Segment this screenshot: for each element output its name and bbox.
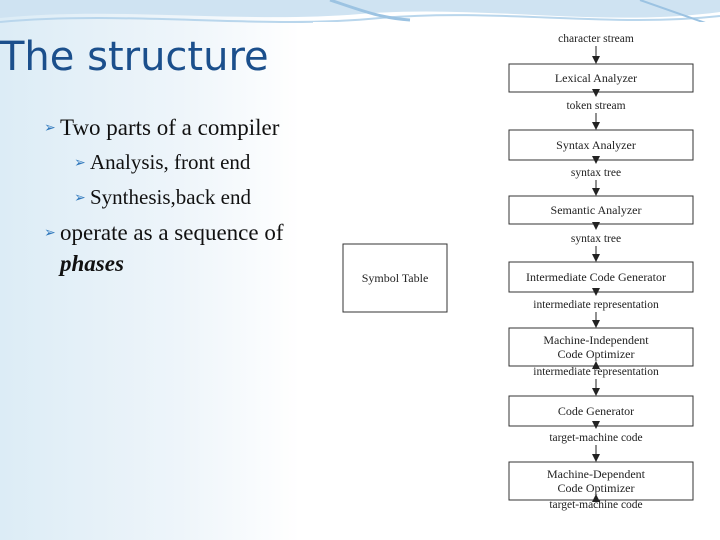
bullet-emphasis: phases (60, 251, 124, 276)
phase-box (508, 327, 694, 367)
symbol-table-label: Symbol Table (362, 271, 429, 285)
phase-box (508, 195, 694, 225)
bullet-item: ➢ Two parts of a compiler (44, 112, 304, 143)
arrow-bullet-icon: ➢ (74, 155, 86, 171)
stream-label: syntax tree (571, 233, 621, 245)
phase-box (508, 261, 694, 293)
phase-label: Intermediate Code Generator (526, 270, 666, 284)
phases-diagram-svg: Symbol Table character stream token strea… (342, 33, 694, 511)
sub-bullet-item: ➢ Synthesis,back end (44, 182, 304, 212)
symbol-table-box (342, 243, 448, 313)
stream-label: intermediate representation (533, 299, 659, 311)
stream-label: character stream (558, 33, 634, 45)
arrow-bullet-icon: ➢ (44, 225, 56, 241)
stream-label: target-machine code (549, 499, 642, 511)
phase-column: character stream token stream syntax tree s… (508, 33, 694, 511)
phase-label: Lexical Analyzer (555, 71, 637, 85)
phase-box (508, 461, 694, 501)
arrow-bullet-icon: ➢ (74, 190, 86, 206)
phase-label: Machine-Independent (543, 333, 649, 347)
stream-label: target-machine code (549, 432, 642, 444)
bullet-text: operate as a sequence of (60, 220, 284, 245)
phase-box (508, 129, 694, 161)
stream-label: intermediate representation (533, 366, 659, 378)
phase-label: Syntax Analyzer (556, 138, 636, 152)
compiler-phases-diagram: Symbol Table character stream token strea… (313, 22, 720, 540)
slide-title: The structure (0, 34, 269, 80)
bullet-item: ➢ operate as a sequence of phases (44, 217, 304, 279)
stream-label: syntax tree (571, 167, 621, 179)
stream-label: token stream (566, 100, 625, 112)
phase-label: Machine-Dependent (547, 467, 646, 481)
bullet-text: Two parts of a compiler (60, 115, 280, 140)
decorative-waves (0, 0, 720, 29)
phase-label: Semantic Analyzer (551, 203, 642, 217)
phase-box (508, 395, 694, 427)
phase-label: Code Optimizer (558, 481, 635, 495)
phase-box (508, 63, 694, 93)
phase-label: Code Optimizer (558, 347, 635, 361)
sub-bullet-text: Synthesis,back end (90, 185, 251, 209)
sub-bullet-item: ➢ Analysis, front end (44, 147, 304, 177)
sub-bullet-text: Analysis, front end (90, 150, 251, 174)
phase-label: Code Generator (558, 404, 634, 418)
bullet-list: ➢ Two parts of a compiler ➢ Analysis, fr… (44, 112, 304, 283)
arrow-bullet-icon: ➢ (44, 120, 56, 136)
